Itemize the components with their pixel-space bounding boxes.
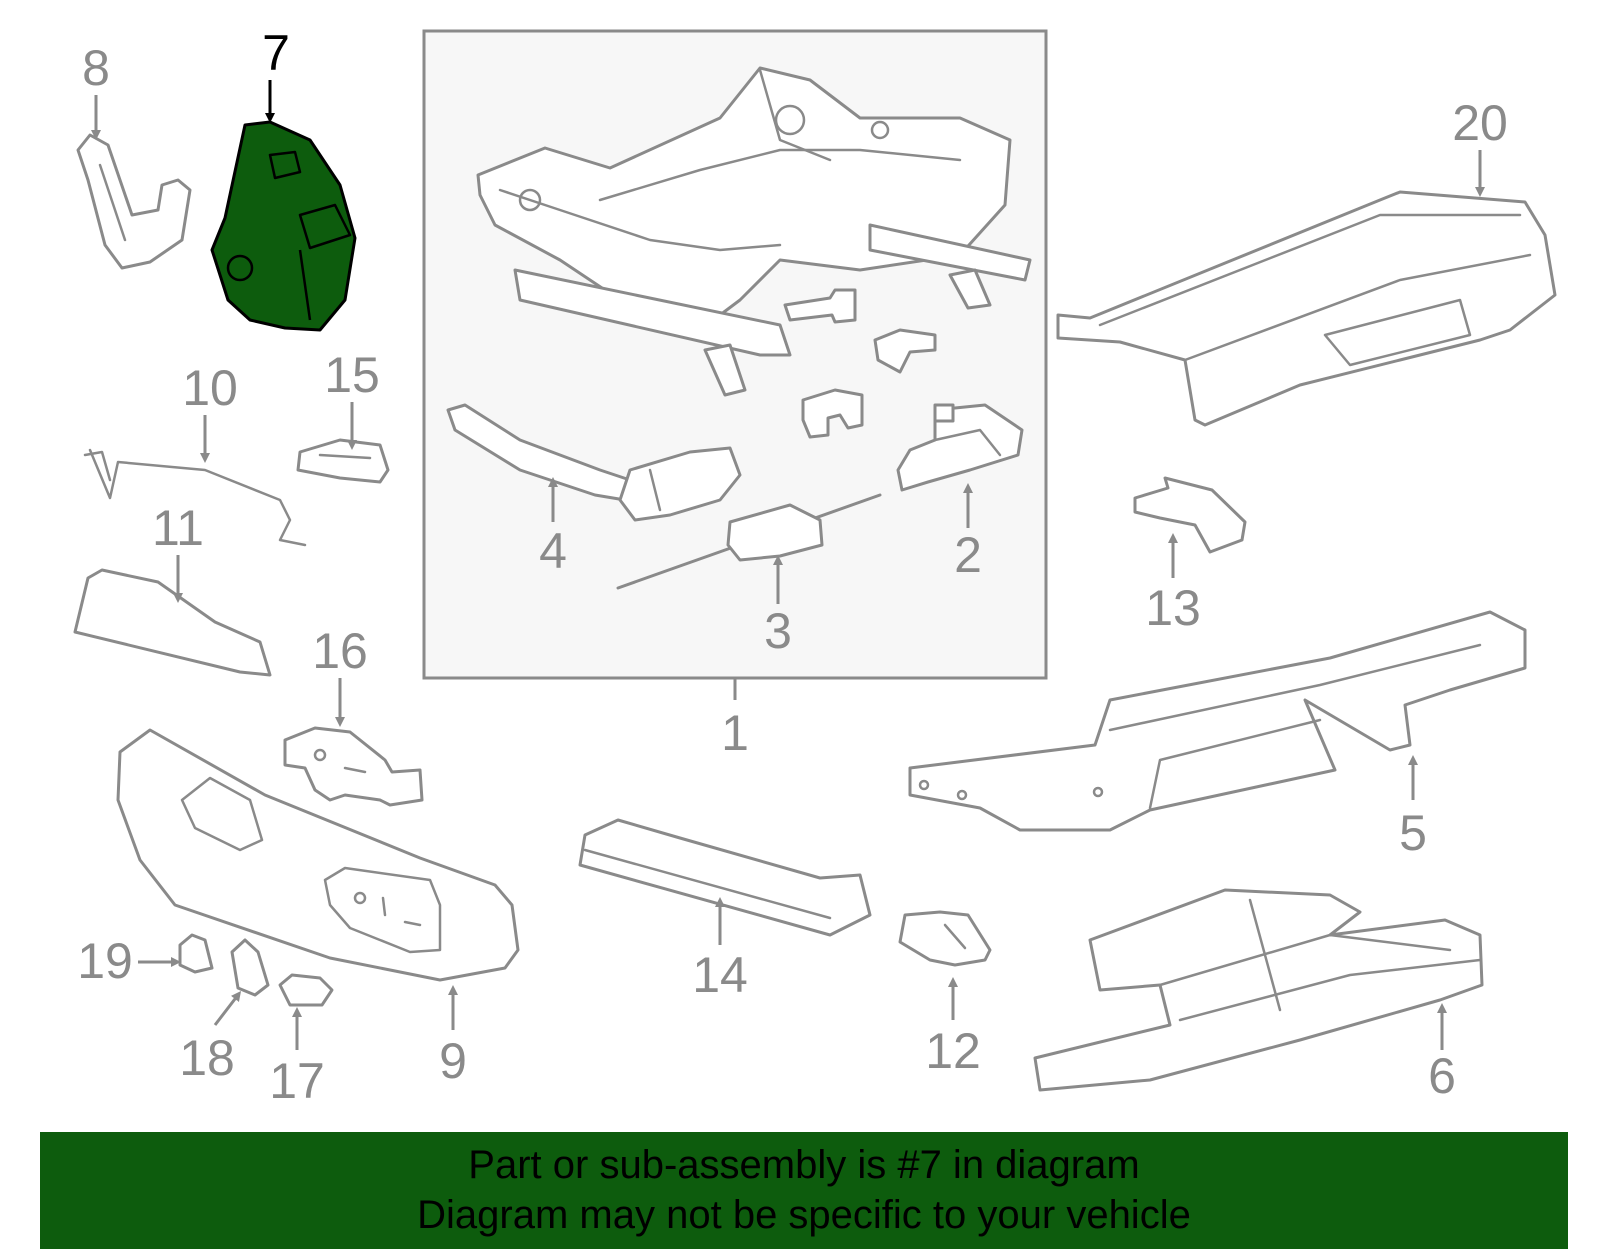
callout-19: 19 xyxy=(77,933,133,989)
callout-7: 7 xyxy=(262,25,290,81)
callout-5: 5 xyxy=(1399,805,1427,861)
part-15-connector: 15 xyxy=(296,347,390,484)
callout-11: 11 xyxy=(152,500,204,556)
part-16-bracket: 16 xyxy=(283,623,424,807)
part-7-highlighted-cover: 7 xyxy=(210,25,357,332)
part-18-knob: 18 xyxy=(179,938,270,1086)
part-11-trim-panel: 11 xyxy=(73,500,272,677)
callout-18: 18 xyxy=(179,1030,235,1086)
callout-14: 14 xyxy=(692,947,748,1003)
callout-17: 17 xyxy=(269,1053,325,1109)
banner-line-2: Diagram may not be specific to your vehi… xyxy=(417,1193,1191,1237)
part-4-motor-arm: 4 xyxy=(446,403,742,579)
callout-16: 16 xyxy=(312,623,368,679)
part-9-side-shield: 9 xyxy=(116,728,520,1089)
callout-13: 13 xyxy=(1145,580,1201,636)
part-10-wire: 10 xyxy=(83,360,307,547)
part-20-seat-pan: 20 xyxy=(1056,95,1557,427)
part-6-lower-tray: 6 xyxy=(1033,888,1484,1104)
part-2-motor: 2 xyxy=(896,403,1024,583)
callout-2: 2 xyxy=(954,527,982,583)
callout-4: 4 xyxy=(539,523,567,579)
callout-10: 10 xyxy=(182,360,238,416)
part-14-rail-cover: 14 xyxy=(578,818,872,1003)
part-17-knob: 17 xyxy=(269,973,334,1109)
callout-12: 12 xyxy=(925,1023,981,1079)
info-banner: Part or sub-assembly is #7 in diagram Di… xyxy=(40,1132,1568,1249)
inset-small-parts xyxy=(783,288,937,439)
callout-15: 15 xyxy=(324,347,380,403)
callout-20: 20 xyxy=(1452,95,1508,151)
callout-6: 6 xyxy=(1428,1048,1456,1104)
part-3-drive-cable: 3 xyxy=(616,493,882,659)
part-8-bracket: 8 xyxy=(76,40,192,270)
callout-9: 9 xyxy=(439,1033,467,1089)
callout-3: 3 xyxy=(764,603,792,659)
part-1-seat-frame xyxy=(476,66,1032,397)
part-12-switch: 12 xyxy=(898,910,992,1079)
part-5-track: 5 xyxy=(908,610,1527,861)
callout-1: 1 xyxy=(721,705,749,761)
banner-line-1: Part or sub-assembly is #7 in diagram xyxy=(468,1143,1140,1187)
part-19-knob: 19 xyxy=(77,933,214,989)
part-13-clip: 13 xyxy=(1133,476,1247,636)
callout-8: 8 xyxy=(82,40,110,96)
